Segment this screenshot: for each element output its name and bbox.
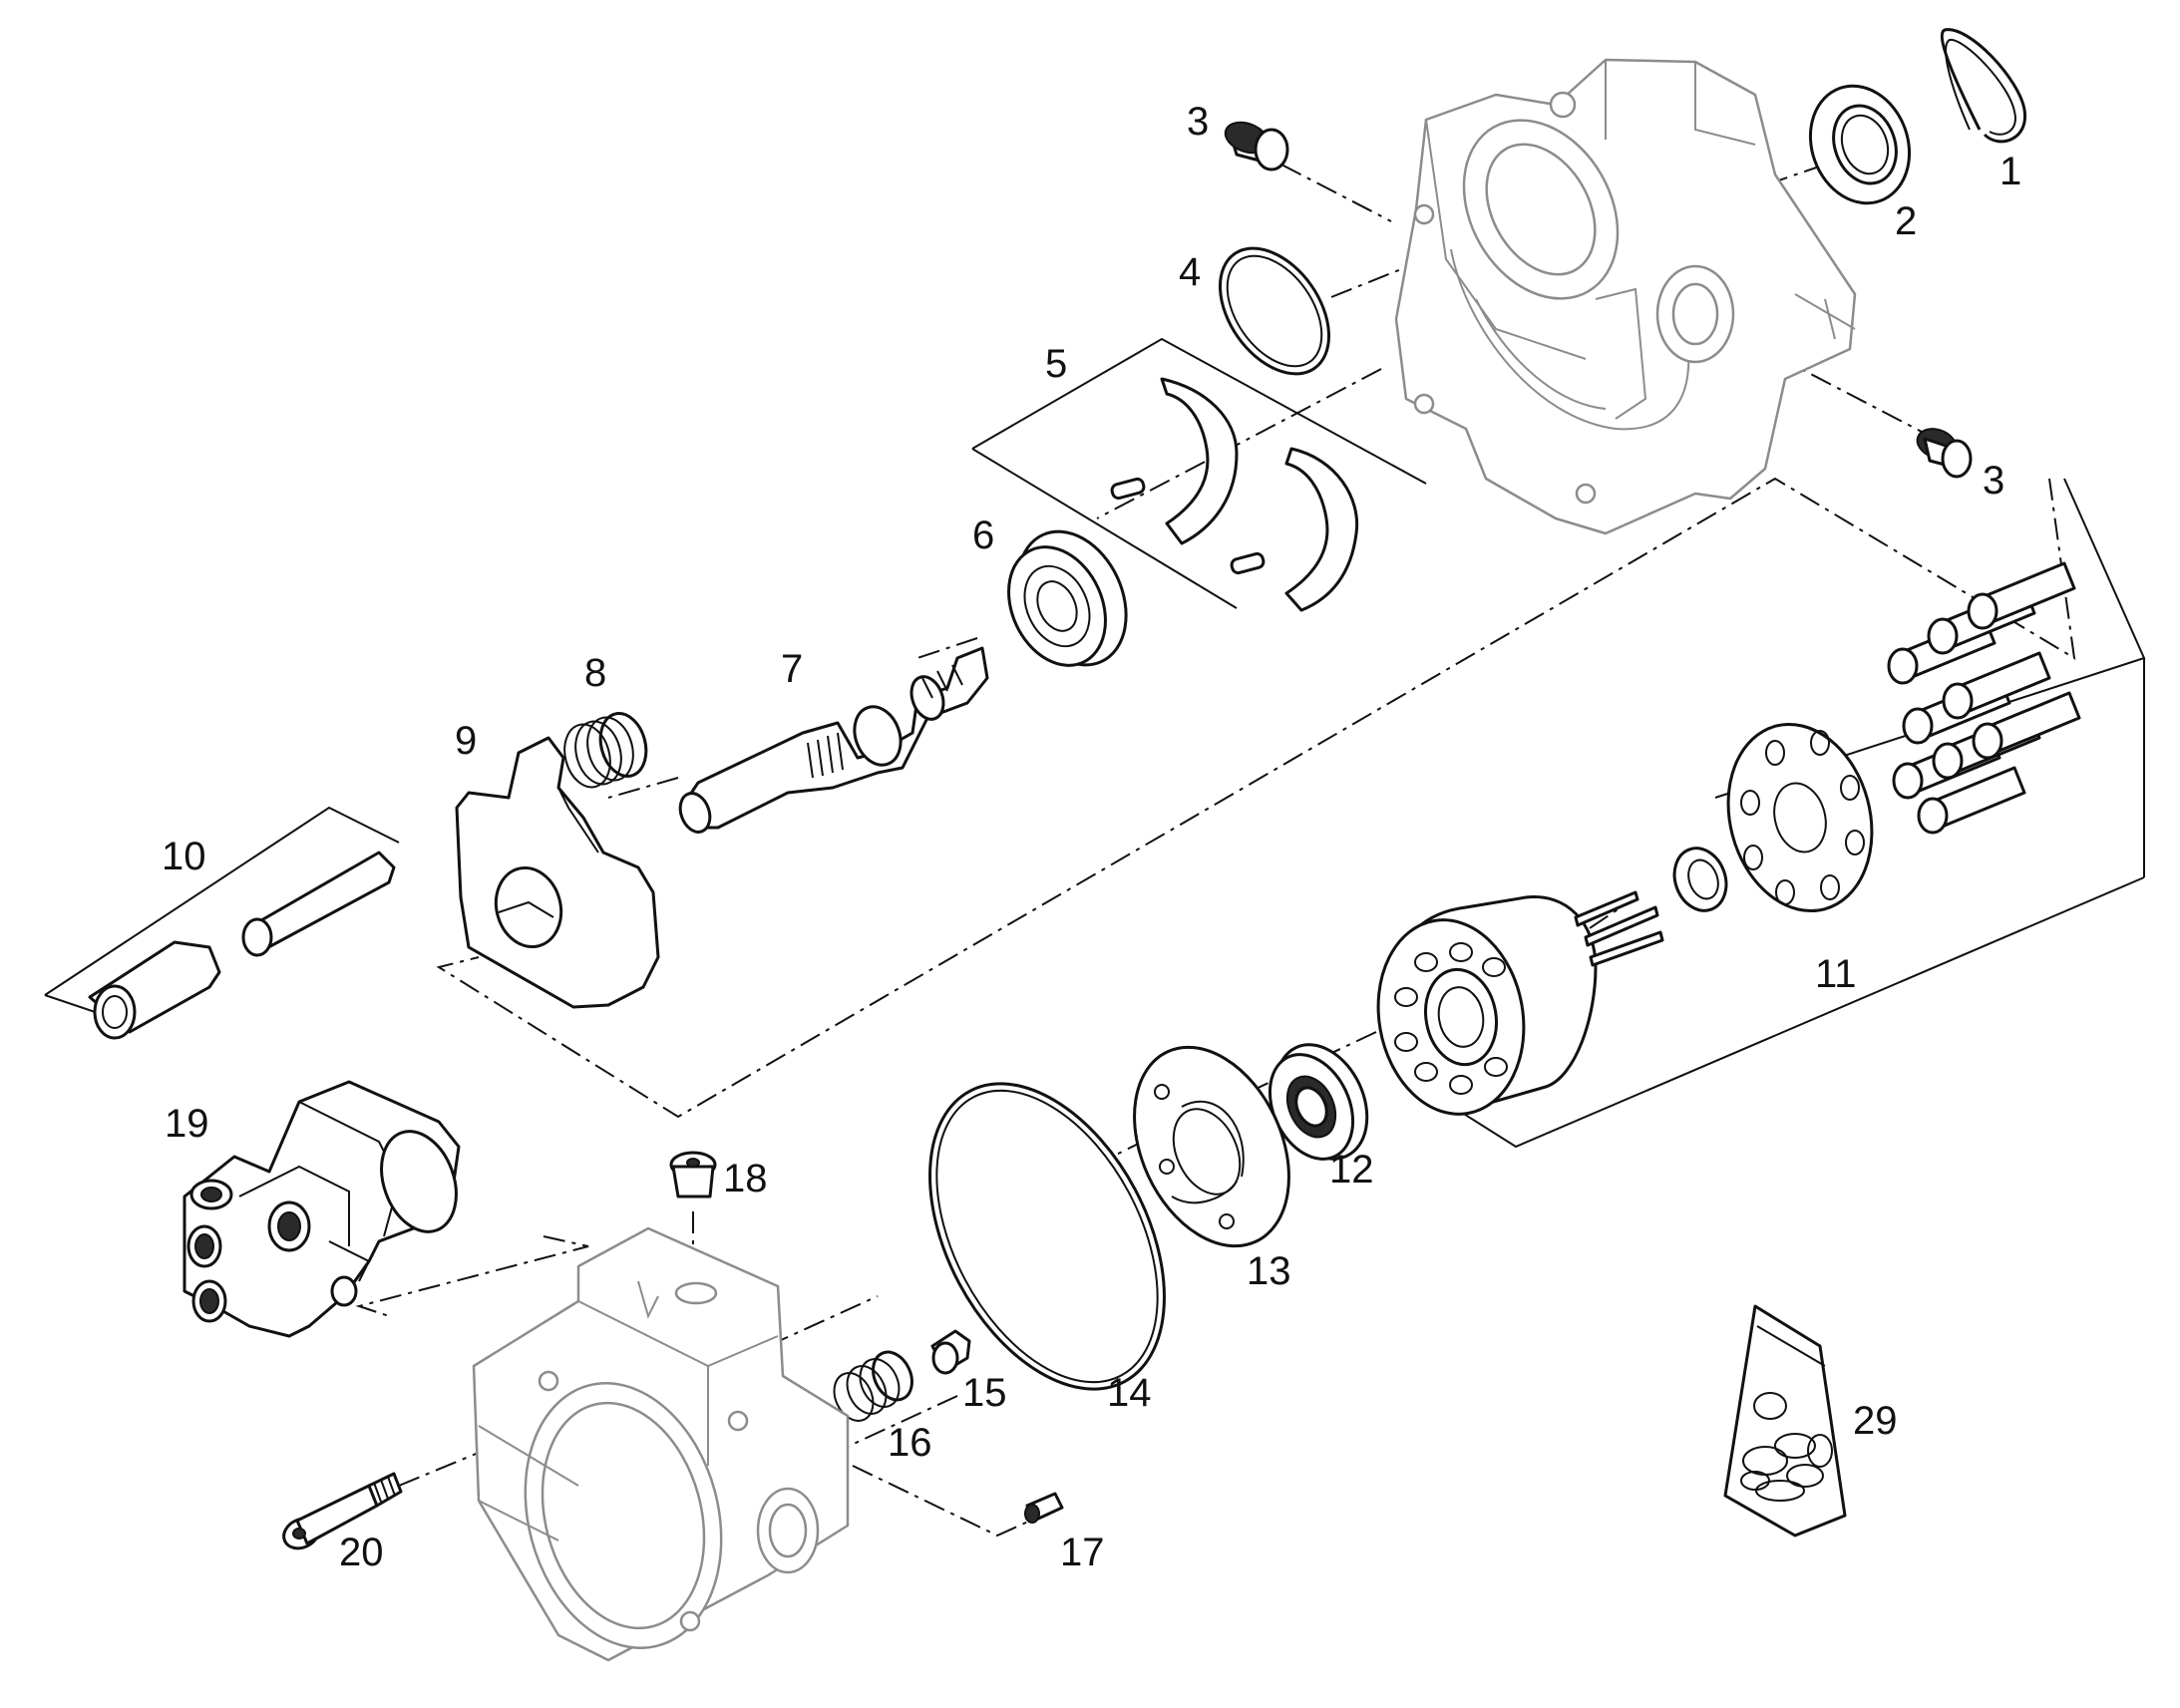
- pistons: [1887, 561, 2081, 835]
- socket-head-bolt: [282, 1472, 403, 1550]
- pump-housing: [1394, 58, 1857, 535]
- drive-shaft: [678, 646, 989, 834]
- label-part-15: 15: [962, 1371, 1007, 1415]
- spring: [563, 712, 648, 789]
- large-o-ring: [928, 1082, 1166, 1391]
- retainer-holes: [1740, 730, 1865, 905]
- label-part-18: 18: [723, 1157, 768, 1200]
- needle-bearing: [1268, 1043, 1369, 1161]
- label-part-10: 10: [162, 835, 206, 878]
- label-part-16: 16: [888, 1421, 932, 1465]
- label-part-3-bottom: 3: [1983, 459, 2004, 503]
- label-part-6: 6: [972, 513, 994, 557]
- dowel-pin: [1024, 1492, 1064, 1524]
- label-part-12: 12: [1329, 1148, 1374, 1192]
- label-part-29: 29: [1853, 1399, 1898, 1443]
- part-labels: 1 2 3 3 4 5 6 7 8 9 10 11 12 13 14 15 16…: [162, 100, 2021, 1574]
- label-part-8: 8: [584, 651, 606, 695]
- plug-bottom: [1916, 428, 1973, 479]
- label-part-19: 19: [165, 1102, 209, 1146]
- label-part-1: 1: [1999, 150, 2021, 193]
- bearing-shell-set: [971, 337, 1427, 612]
- rotary-group: [1376, 478, 2146, 1149]
- seal-kit-bag: [1723, 1304, 1847, 1537]
- label-part-9: 9: [455, 719, 477, 763]
- label-part-20: 20: [339, 1531, 384, 1574]
- label-part-11: 11: [1815, 952, 1857, 996]
- circlip: [1940, 28, 2026, 144]
- label-part-7: 7: [781, 647, 803, 691]
- valve-spring: [833, 1350, 913, 1422]
- label-part-3-top: 3: [1187, 100, 1209, 144]
- port-plate-housing: [472, 1226, 850, 1662]
- piston-assembly: [44, 806, 400, 1040]
- label-part-2: 2: [1895, 199, 1917, 243]
- ball-bearing: [1007, 529, 1128, 667]
- top-plug: [669, 1151, 717, 1198]
- shaft-seal: [1808, 84, 1912, 205]
- control-plate: [1133, 1045, 1290, 1248]
- label-part-14: 14: [1107, 1371, 1152, 1415]
- cylinder-bores: [1394, 942, 1508, 1095]
- label-part-4: 4: [1179, 250, 1201, 294]
- oval-o-ring: [1218, 246, 1331, 376]
- swash-plate: [455, 736, 660, 1009]
- small-plug: [930, 1329, 971, 1375]
- label-part-13: 13: [1247, 1249, 1291, 1293]
- label-part-5: 5: [1045, 342, 1067, 386]
- solenoid-control-valve: [182, 1080, 461, 1338]
- plug-top: [1224, 121, 1289, 171]
- label-part-17: 17: [1060, 1531, 1105, 1574]
